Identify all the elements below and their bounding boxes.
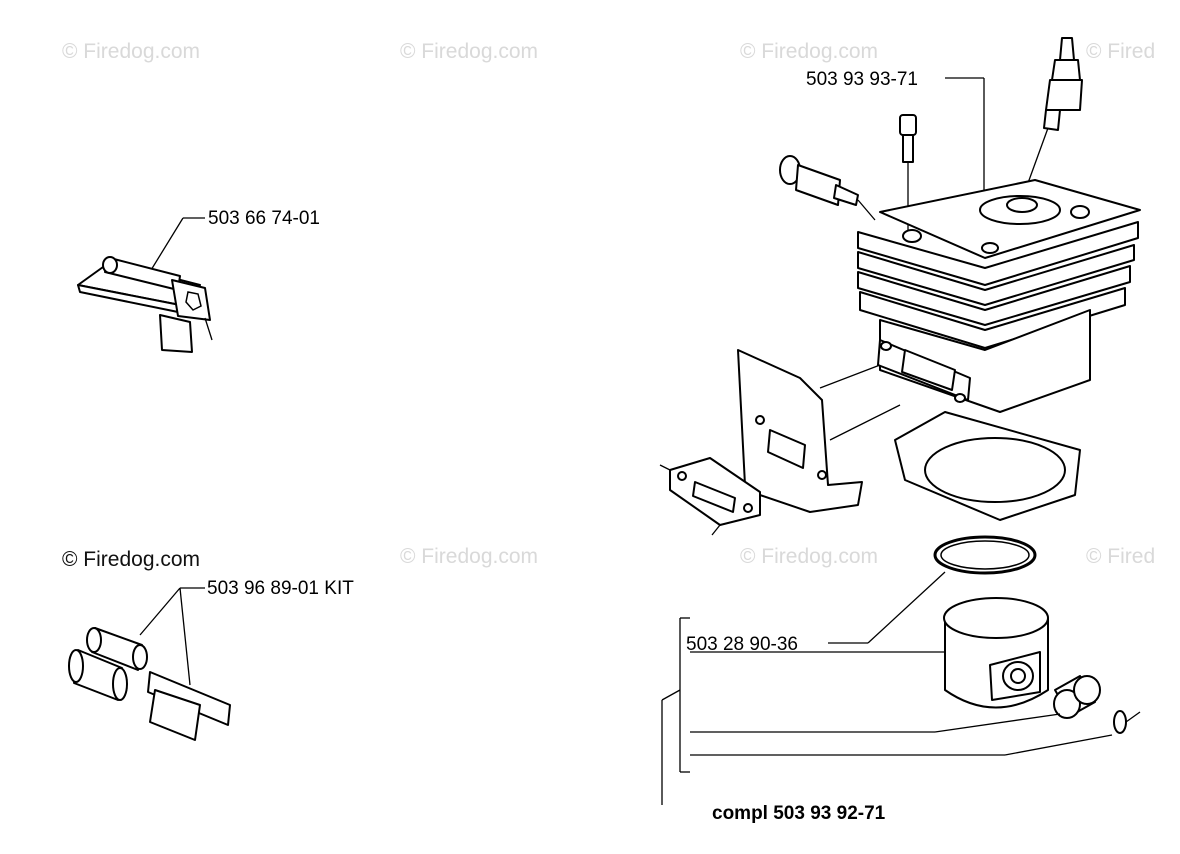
watermark: © Fired: [1086, 545, 1156, 568]
pin-kit-drawing: [68, 587, 231, 741]
watermark-dark: © Firedog.com: [62, 548, 201, 571]
part-label-decompression-valve[interactable]: 503 66 74-01: [208, 208, 320, 229]
part-label-piston-ring[interactable]: 503 28 90-36: [686, 634, 798, 655]
part-label-cylinder[interactable]: 503 93 93-71: [806, 69, 918, 90]
watermark: © Firedog.com: [400, 40, 539, 63]
part-label-pin-kit[interactable]: 503 96 89-01 KIT: [207, 578, 354, 599]
cylinder-drawing: [659, 37, 1141, 805]
watermark: © Fired: [1086, 40, 1156, 63]
watermark: © Firedog.com: [740, 40, 879, 63]
decompression-valve-drawing: [77, 217, 213, 353]
watermark: © Firedog.com: [62, 40, 201, 63]
watermark: © Firedog.com: [400, 545, 539, 568]
part-label-complete-assembly[interactable]: compl 503 93 92-71: [712, 803, 886, 824]
watermark: © Firedog.com: [740, 545, 879, 568]
